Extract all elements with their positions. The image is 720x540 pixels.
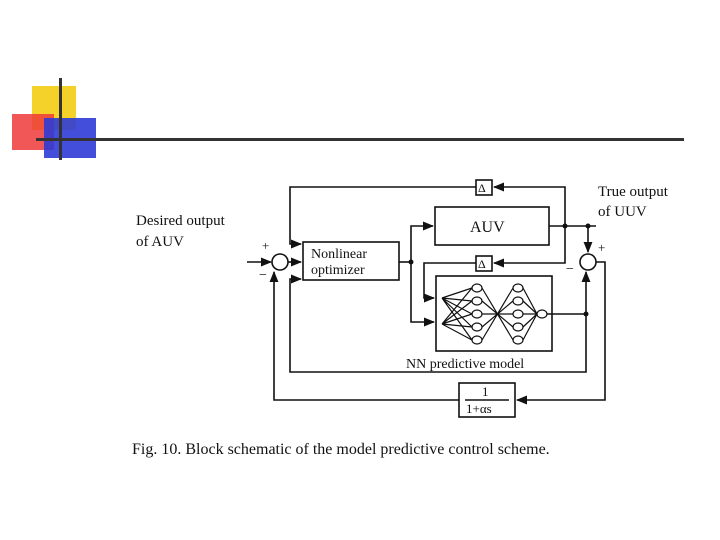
sign-minus-output: − xyxy=(566,262,574,277)
sign-minus-input: − xyxy=(259,268,267,283)
optimizer-label-1: Nonlinear xyxy=(311,247,367,262)
auv-label: AUV xyxy=(470,219,505,236)
summing-junction-output xyxy=(579,253,597,271)
horizontal-rule xyxy=(36,138,684,141)
sign-plus-output: + xyxy=(598,240,605,255)
optimizer-label-2: optimizer xyxy=(311,263,365,278)
neural-network-icon xyxy=(441,283,548,345)
vertical-rule xyxy=(59,78,62,160)
delta-mid: Δ xyxy=(478,257,486,271)
output-label-2: of UUV xyxy=(598,204,647,220)
nn-caption: NN predictive model xyxy=(406,357,524,372)
auv-block xyxy=(434,206,550,246)
delta-top: Δ xyxy=(478,181,486,195)
sign-plus-input: + xyxy=(262,238,269,253)
filter-denominator: 1+αs xyxy=(466,401,492,416)
input-label-1: Desired output xyxy=(136,213,226,229)
input-label-2: of AUV xyxy=(136,234,184,250)
figure-caption: Fig. 10. Block schematic of the model pr… xyxy=(132,441,550,458)
output-label-1: True output xyxy=(598,184,669,200)
optimizer-block xyxy=(302,241,400,281)
summing-junction-input xyxy=(271,253,289,271)
filter-numerator: 1 xyxy=(482,384,489,399)
